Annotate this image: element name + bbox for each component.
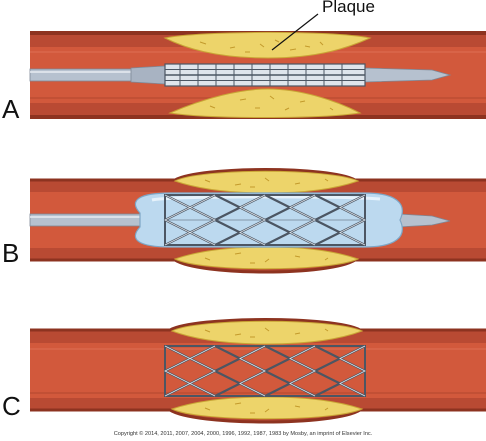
panel-b-plaque-bottom [173,246,360,270]
panel-b-expanded-stent [163,194,367,246]
panel-c-vessel [30,318,486,424]
panel-c-deployed-stent [163,345,367,397]
panel-label-a: A [2,94,20,124]
panel-c-plaque-bottom [170,396,364,420]
panel-a-plaque-top [163,31,372,59]
panel-a-crimped-stent [164,63,366,87]
panel-label-c: C [2,391,21,421]
copyright-notice: Copyright © 2014, 2011, 2007, 2004, 2000… [113,431,373,437]
plaque-callout-label: Plaque [322,0,375,16]
panel-c-plaque-top [170,320,364,345]
plaque-callout-leader [271,13,319,51]
panel-a-catheter [29,65,452,85]
panel-label-b: B [2,238,20,268]
panel-a-plaque-bottom [168,88,362,118]
panel-b-catheter [29,213,451,228]
panel-b-plaque-top [173,170,360,194]
